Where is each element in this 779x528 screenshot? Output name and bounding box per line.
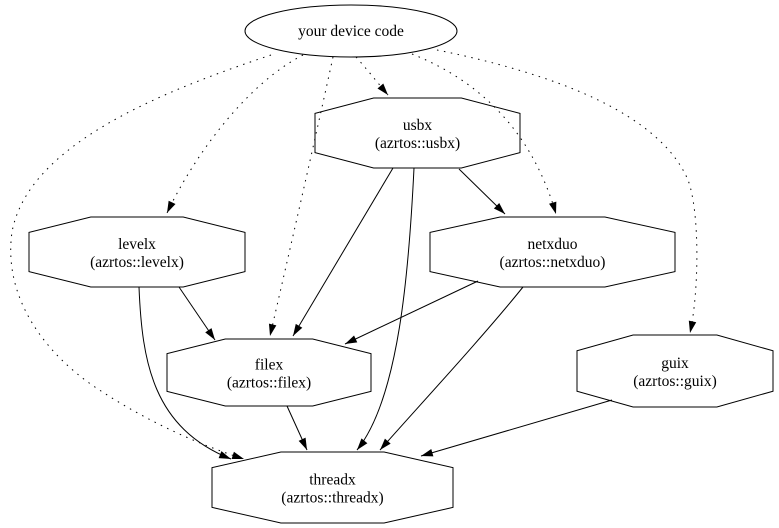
octagon-shape xyxy=(576,334,774,408)
edge-device-guix xyxy=(436,49,698,334)
ellipse-shape xyxy=(244,4,458,58)
octagon-shape xyxy=(314,97,521,169)
node-label-line: (azrtos::netxduo) xyxy=(500,254,606,271)
edge-device-filex xyxy=(268,56,334,337)
edge-netxduo-threadx xyxy=(379,286,524,451)
node-label-line: (azrtos::usbx) xyxy=(375,135,460,152)
edge-guix-threadx xyxy=(420,399,613,457)
node-label-line: (azrtos::threadx) xyxy=(281,490,383,507)
edge-device-usbx xyxy=(355,56,389,96)
node-label-line: (azrtos::levelx) xyxy=(90,254,184,271)
edge-netxduo-filex xyxy=(344,280,479,345)
node-label-line: (azrtos::guix) xyxy=(633,373,717,390)
node-label-line: usbx xyxy=(403,117,433,134)
node-levelx: levelx(azrtos::levelx) xyxy=(28,216,246,288)
edge-levelx-threadx xyxy=(138,286,232,460)
octagon-shape xyxy=(211,451,454,524)
edge-usbx-threadx xyxy=(356,167,415,451)
node-label-line: netxduo xyxy=(528,236,578,253)
edge-levelx-filex xyxy=(178,286,216,341)
node-label-line: threadx xyxy=(309,472,356,489)
edge-usbx-filex xyxy=(292,167,394,337)
node-threadx: threadx(azrtos::threadx) xyxy=(211,451,454,524)
edges-layer xyxy=(10,49,698,460)
node-device: your device code xyxy=(244,4,458,58)
node-label-line: (azrtos::filex) xyxy=(227,375,311,392)
edge-filex-threadx xyxy=(286,405,308,451)
nodes-layer: your device codeusbx(azrtos::usbx)levelx… xyxy=(28,4,774,524)
node-label-line: levelx xyxy=(118,236,156,253)
octagon-shape xyxy=(28,216,246,288)
node-usbx: usbx(azrtos::usbx) xyxy=(314,97,521,169)
node-guix: guix(azrtos::guix) xyxy=(576,334,774,408)
node-label-line: guix xyxy=(661,355,689,372)
edge-device-levelx xyxy=(166,54,304,214)
node-netxduo: netxduo(azrtos::netxduo) xyxy=(429,216,676,288)
octagon-shape xyxy=(429,216,676,288)
node-label-line: your device code xyxy=(298,23,404,40)
edge-usbx-netxduo xyxy=(458,168,506,215)
node-filex: filex(azrtos::filex) xyxy=(166,338,372,407)
octagon-shape xyxy=(166,338,372,407)
node-label-line: filex xyxy=(255,357,284,374)
